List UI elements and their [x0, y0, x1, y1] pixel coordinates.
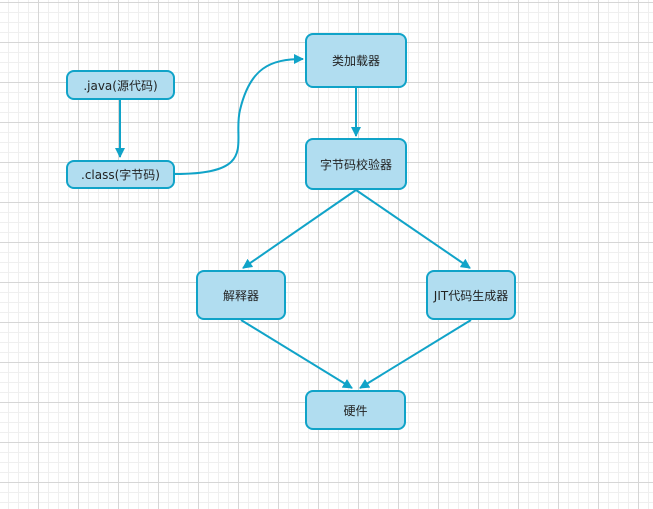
node-java-source[interactable]: .java(源代码) — [66, 70, 175, 100]
node-class-bytecode[interactable]: .class(字节码) — [66, 160, 175, 189]
node-hardware[interactable]: 硬件 — [305, 390, 406, 430]
node-class-loader-label: 类加载器 — [331, 54, 380, 68]
edge-verifier-to-interpreter — [242, 189, 357, 269]
node-jit-compiler[interactable]: JIT代码生成器 — [426, 270, 516, 320]
node-bytecode-verifier-label: 字节码校验器 — [319, 157, 392, 172]
edge-class-to-loader — [174, 54, 304, 175]
edge-interpreter-to-hardware — [240, 319, 353, 389]
node-jit-compiler-label: JIT代码生成器 — [433, 288, 509, 303]
edge-verifier-to-jit — [355, 189, 471, 269]
node-java-source-label: .java(源代码) — [83, 78, 158, 93]
node-class-loader[interactable]: 类加载器 — [305, 33, 407, 88]
edge-jit-to-hardware — [359, 319, 472, 389]
node-bytecode-verifier[interactable]: 字节码校验器 — [305, 138, 407, 190]
node-interpreter-label: 解释器 — [222, 288, 259, 303]
node-interpreter[interactable]: 解释器 — [196, 270, 286, 320]
node-class-bytecode-label: .class(字节码) — [81, 168, 160, 182]
node-hardware-label: 硬件 — [343, 403, 368, 418]
